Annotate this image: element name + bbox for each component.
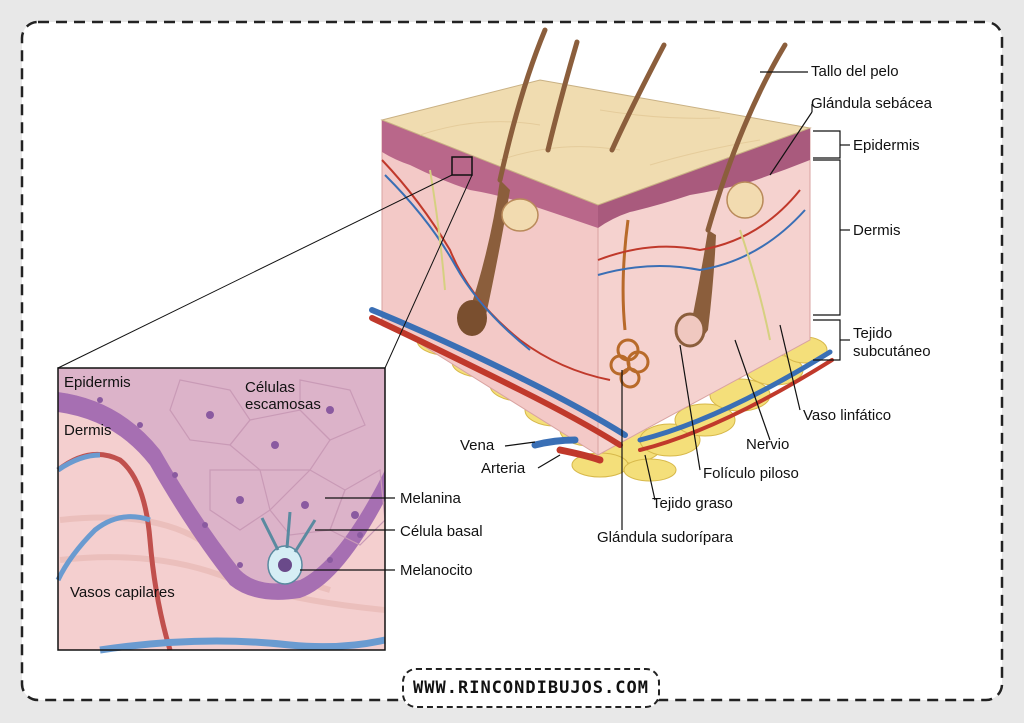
inset-label-vasos-capilares: Vasos capilares — [70, 584, 175, 601]
epidermis-band-right — [598, 128, 810, 228]
site-url-badge: WWW.RINCONDIBUJOS.COM — [402, 668, 660, 708]
label-tallo-pelo: Tallo del pelo — [811, 63, 899, 80]
label-glandula-sebacea: Glándula sebácea — [811, 95, 932, 112]
label-nervio: Nervio — [746, 436, 790, 453]
label-epidermis: Epidermis — [853, 137, 920, 154]
label-tejido-subcutaneo-2: subcutáneo — [853, 343, 931, 360]
sebaceous-glands — [501, 181, 764, 232]
inset-view — [55, 367, 386, 654]
inset-label-celula-basal: Célula basal — [400, 523, 483, 540]
label-dermis: Dermis — [853, 222, 901, 239]
label-leaders — [300, 71, 850, 571]
label-vaso-linfatico: Vaso linfático — [803, 407, 892, 424]
inset-label-melanina: Melanina — [400, 490, 461, 507]
inset-label-melanocito: Melanocito — [400, 562, 473, 579]
melanocyte — [260, 511, 317, 585]
label-tejido-graso: Tejido graso — [652, 495, 733, 512]
inset-basal-layer — [58, 392, 385, 600]
main-vessels — [369, 307, 834, 464]
label-foliculo-piloso: Folículo piloso — [703, 465, 799, 482]
inset-capillaries — [55, 451, 386, 654]
zoom-lines — [57, 174, 473, 369]
inset-epidermis — [58, 368, 385, 584]
blood-vessels — [381, 159, 806, 381]
top-face — [380, 79, 812, 206]
label-arteria: Arteria — [481, 460, 526, 477]
inset-cells — [169, 379, 386, 546]
label-vena: Vena — [460, 437, 495, 454]
site-url: WWW.RINCONDIBUJOS.COM — [413, 678, 649, 698]
sweat-gland — [609, 219, 650, 389]
label-tejido-subcutaneo-1: Tejido — [853, 325, 893, 342]
label-glandula-sudoripara: Glándula sudorípara — [597, 529, 733, 546]
zoom-marker — [451, 156, 473, 176]
inset-label-celulas-escamosas-1: Células — [245, 379, 296, 396]
hair-follicles — [457, 180, 716, 348]
inset-label-epidermis: Epidermis — [64, 374, 131, 391]
inset-label-celulas-escamosas-2: escamosas — [245, 396, 321, 413]
epidermis-band-left — [382, 120, 598, 228]
skin-block — [369, 27, 834, 482]
inset-label-dermis: Dermis — [64, 422, 112, 439]
hair-shafts — [497, 27, 788, 233]
